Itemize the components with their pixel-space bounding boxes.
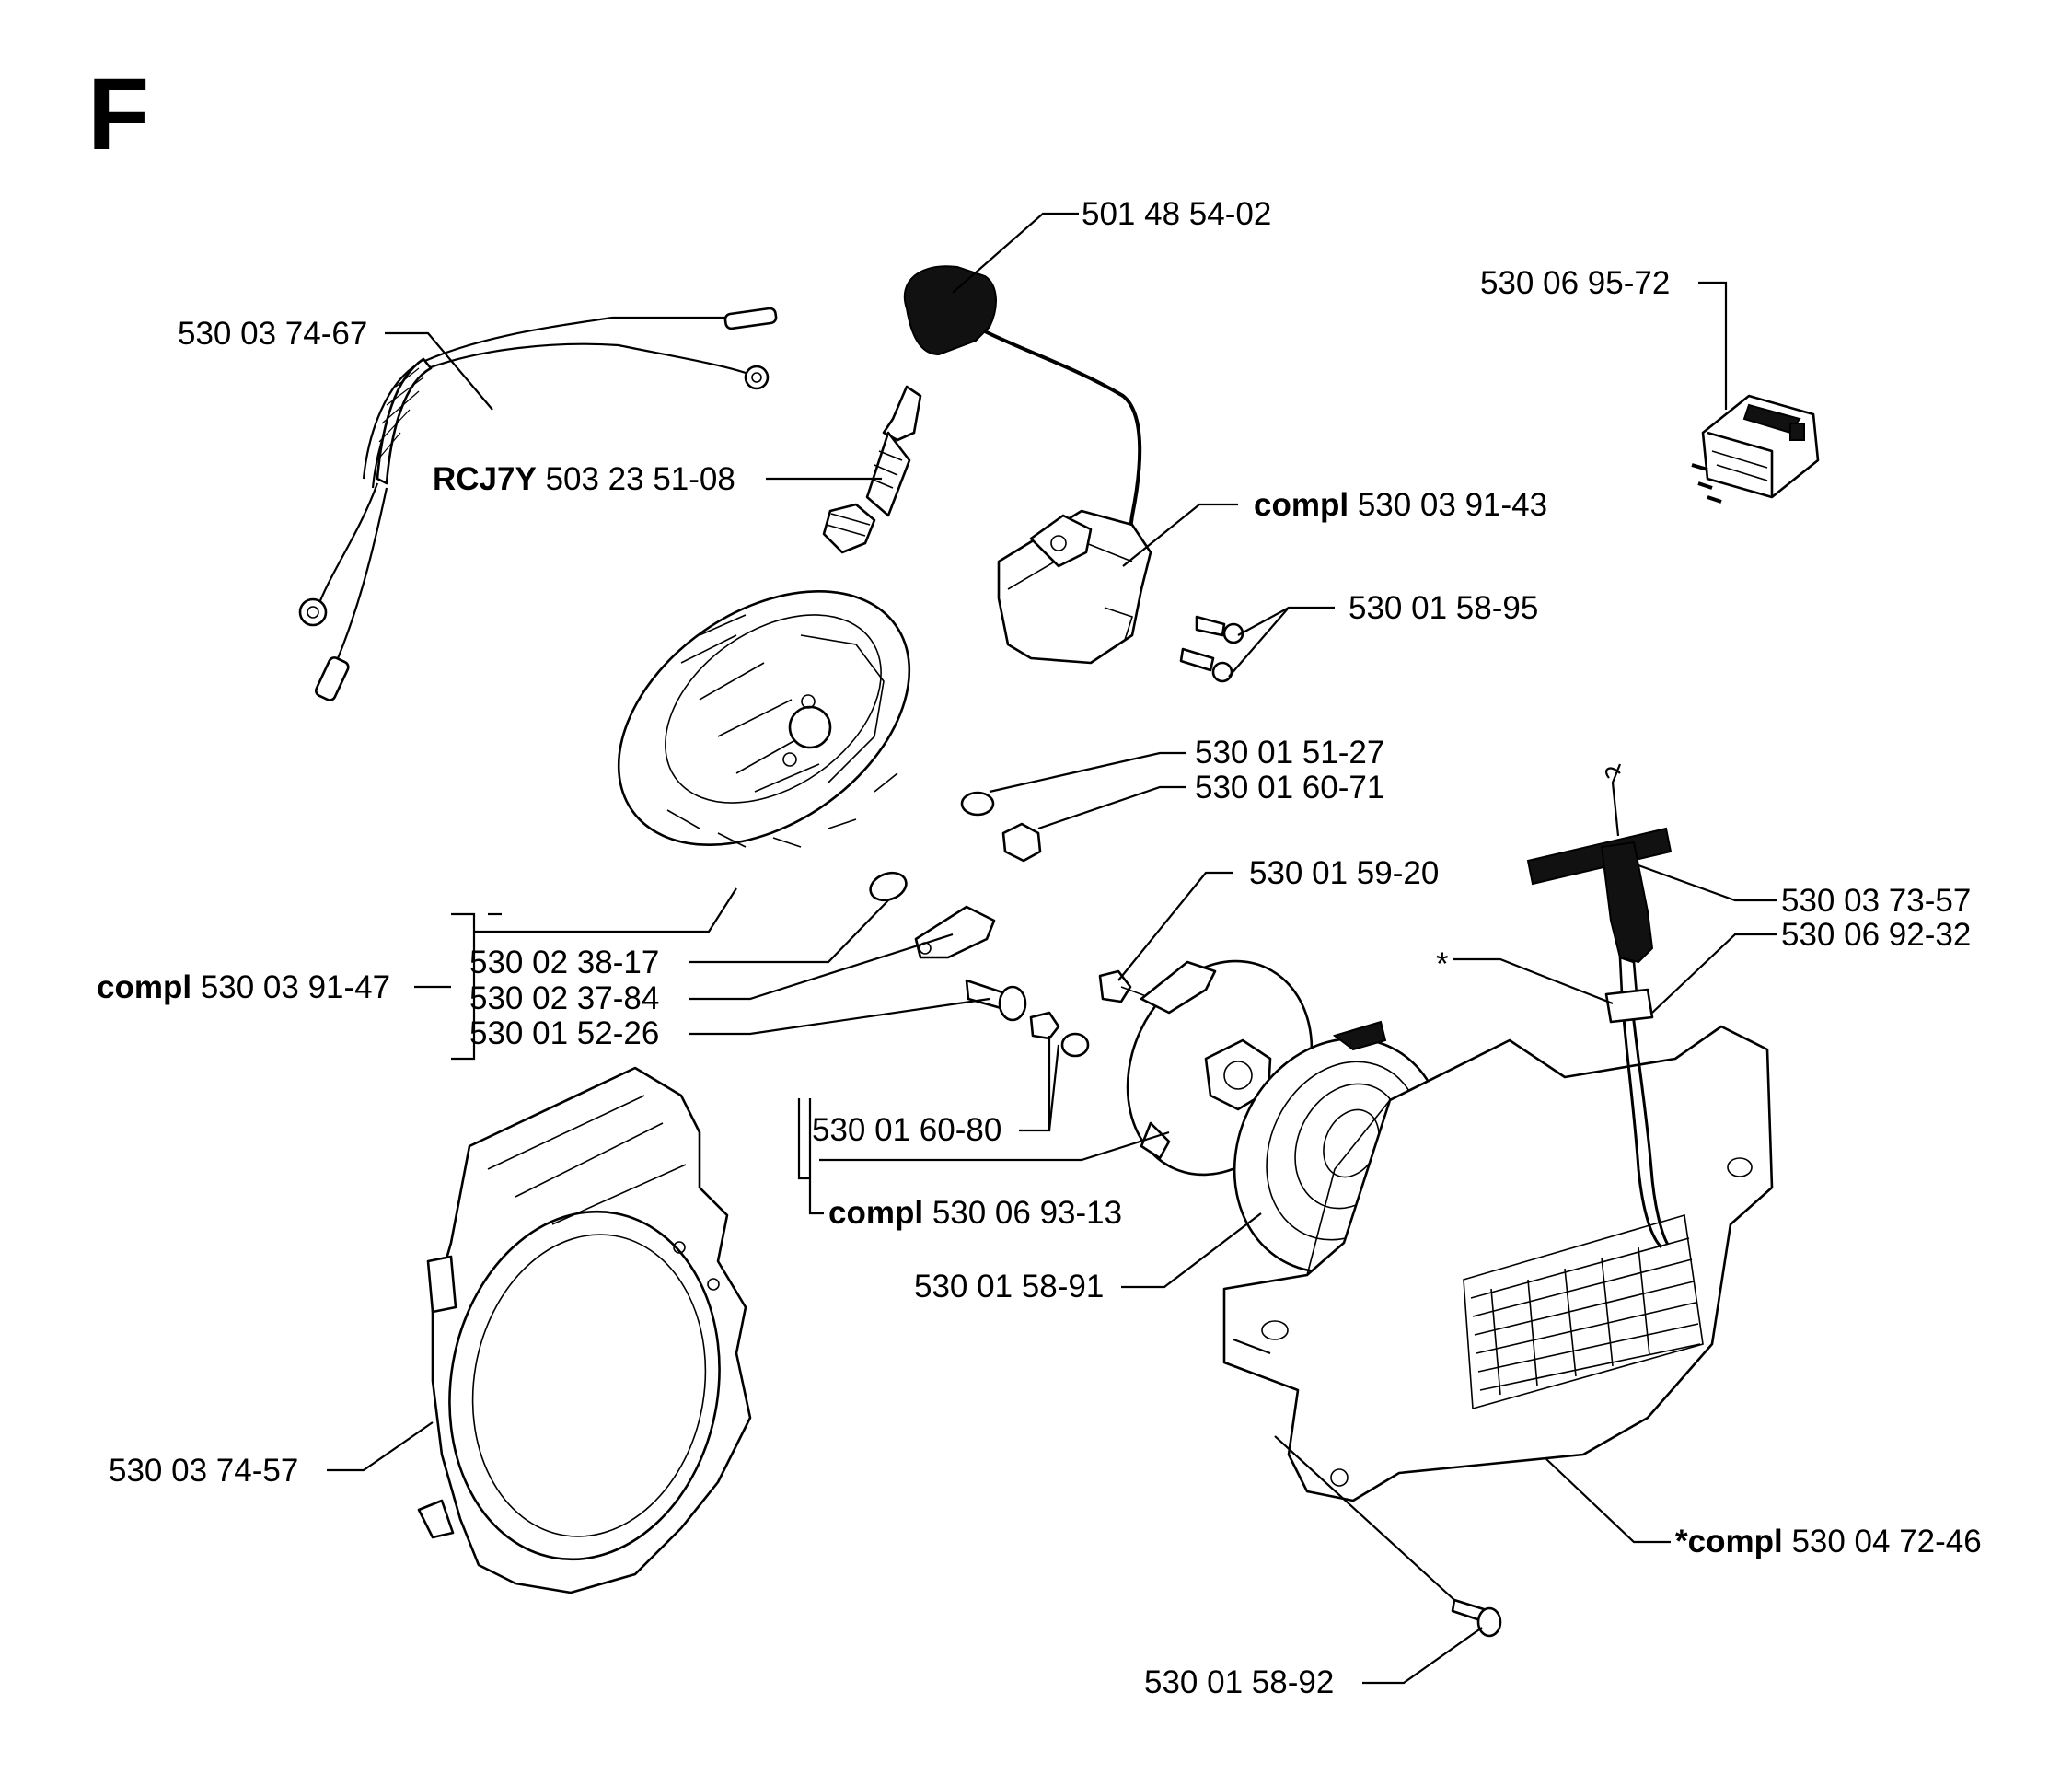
label-switch: 530 06 95-72 <box>1480 265 1671 301</box>
starter-handle-drawing <box>1526 763 1673 996</box>
cord-guide-drawing <box>1604 988 1654 1024</box>
label-washer: 530 01 51-27 <box>1195 735 1385 771</box>
label-pawl-pin: 530 01 52-26 <box>469 1015 660 1051</box>
ignition-module-drawing <box>997 509 1152 665</box>
label-flywheel: compl 530 03 91-47 <box>97 971 390 1003</box>
label-starter-number: 530 04 72-46 <box>1791 1524 1982 1559</box>
label-pulley-compl: compl <box>828 1195 924 1231</box>
label-recoil-spring: 530 01 58-91 <box>914 1269 1105 1304</box>
pulley-screws-drawing <box>1029 969 1147 1058</box>
label-ignition-module-number: 530 03 91-43 <box>1357 487 1548 523</box>
label-nut: 530 01 60-71 <box>1195 770 1385 806</box>
label-wire-harness: 530 03 74-67 <box>178 316 368 352</box>
leader-lines <box>327 212 1777 1685</box>
label-ignition-module: compl 530 03 91-43 <box>1254 489 1547 521</box>
label-flywheel-number: 530 03 91-47 <box>200 969 391 1005</box>
label-flywheel-compl: compl <box>97 969 192 1005</box>
label-housing-screw: 530 01 58-92 <box>1144 1664 1335 1700</box>
label-ignition-lead: 501 48 54-02 <box>1082 196 1272 232</box>
switch-drawing <box>1691 394 1820 504</box>
label-starter-assembly: *compl 530 04 72-46 <box>1675 1525 1982 1558</box>
housing-screw-drawing <box>1451 1598 1502 1638</box>
starter-housing-drawing <box>1222 1025 1774 1502</box>
label-pawl: 530 02 37-84 <box>469 980 660 1016</box>
label-ignition-module-compl: compl <box>1254 487 1349 523</box>
wire-harness-drawing <box>298 307 778 701</box>
label-cord-star: * <box>1436 946 1449 982</box>
module-screws-drawing <box>1179 615 1244 683</box>
spark-plug-drawing <box>822 385 922 554</box>
label-pulley-number: 530 06 93-13 <box>932 1195 1123 1231</box>
label-spark-plug: RCJ7Y 503 23 51-08 <box>433 463 735 495</box>
section-letter: F <box>87 58 150 171</box>
label-starter-cord: 530 06 92-32 <box>1781 917 1972 953</box>
label-fan-housing: 530 03 74-57 <box>109 1453 299 1489</box>
label-spark-plug-type: RCJ7Y <box>433 461 537 497</box>
label-spark-plug-number: 503 23 51-08 <box>545 461 735 497</box>
label-pawl-screw: 530 01 59-20 <box>1249 855 1440 891</box>
label-starter-compl: *compl <box>1675 1524 1783 1559</box>
label-spring: 530 02 38-17 <box>469 945 660 980</box>
spring-pawl-pin-drawing <box>869 871 1027 1022</box>
starter-cord-drawing <box>1620 993 1670 1249</box>
label-pulley: compl 530 06 93-13 <box>828 1197 1122 1229</box>
washer-drawing <box>960 791 995 817</box>
label-pulley-screw: 530 01 60-80 <box>812 1112 1002 1148</box>
fan-housing-drawing <box>417 1066 752 1594</box>
flywheel-drawing <box>617 590 911 848</box>
label-module-screws: 530 01 58-95 <box>1349 590 1539 626</box>
label-starter-handle: 530 03 73-57 <box>1781 883 1972 919</box>
nut-drawing <box>1001 822 1042 863</box>
